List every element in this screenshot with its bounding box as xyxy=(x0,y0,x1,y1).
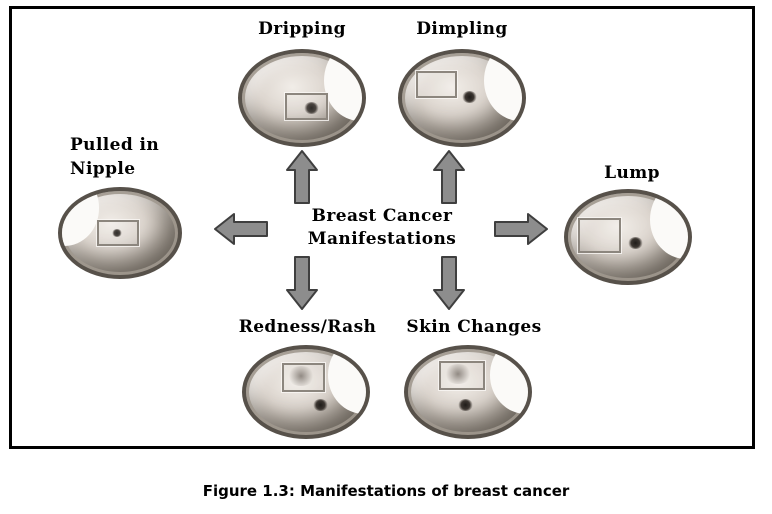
photo-background-highlight xyxy=(62,191,100,246)
nipple-mark xyxy=(313,398,329,411)
region-of-interest-box xyxy=(439,361,485,391)
label-dripping: Dripping xyxy=(258,19,346,39)
lump-photo xyxy=(564,189,692,285)
arrow-up-icon xyxy=(285,149,319,205)
label-lump: Lump xyxy=(604,163,660,183)
pulled-in-nipple-photo xyxy=(58,187,182,279)
figure-caption: Figure 1.3: Manifestations of breast can… xyxy=(202,482,570,500)
arrow-up-icon xyxy=(432,149,466,205)
center-label-line1: Breast Cancer xyxy=(311,206,453,226)
skin-changes-photo xyxy=(404,345,532,439)
skin-texture-mark xyxy=(444,364,472,385)
label-redness-rash: Redness/Rash xyxy=(238,317,377,337)
region-of-interest-box xyxy=(285,92,329,120)
photo-background-highlight xyxy=(323,53,362,121)
center-label-line2: Manifestations xyxy=(307,229,457,249)
label-pulled-in-nipple: Pulled in Nipple xyxy=(70,133,220,181)
photo-background-highlight xyxy=(649,193,688,259)
rash-patch-mark xyxy=(286,366,315,387)
arrow-down-icon xyxy=(285,255,319,311)
region-of-interest-box xyxy=(96,219,139,247)
region-of-interest-box xyxy=(416,71,458,98)
nipple-mark xyxy=(462,90,477,103)
arrow-left-icon xyxy=(213,212,269,246)
nipple-mark xyxy=(111,228,122,237)
label-dimpling: Dimpling xyxy=(416,19,508,39)
diagram-frame: Dripping Dimpling Pulled in Nipple Lump … xyxy=(9,6,755,449)
photo-background-highlight xyxy=(327,349,366,414)
dimpling-photo xyxy=(398,49,526,147)
nipple-mark xyxy=(458,398,474,411)
label-skin-changes: Skin Changes xyxy=(406,317,542,337)
photo-background-highlight xyxy=(489,349,528,414)
center-label: Breast Cancer Manifestations xyxy=(270,205,494,251)
label-pulled-line1: Pulled in xyxy=(70,135,160,155)
nipple-mark xyxy=(304,101,320,114)
redness-rash-photo xyxy=(242,345,370,439)
arrow-down-icon xyxy=(432,255,466,311)
arrow-right-icon xyxy=(493,212,549,246)
label-pulled-line2: Nipple xyxy=(70,159,136,179)
nipple-mark xyxy=(628,237,643,249)
photo-background-highlight xyxy=(483,53,522,121)
dripping-photo xyxy=(238,49,366,147)
region-of-interest-box xyxy=(282,362,326,392)
region-of-interest-box xyxy=(577,217,621,253)
